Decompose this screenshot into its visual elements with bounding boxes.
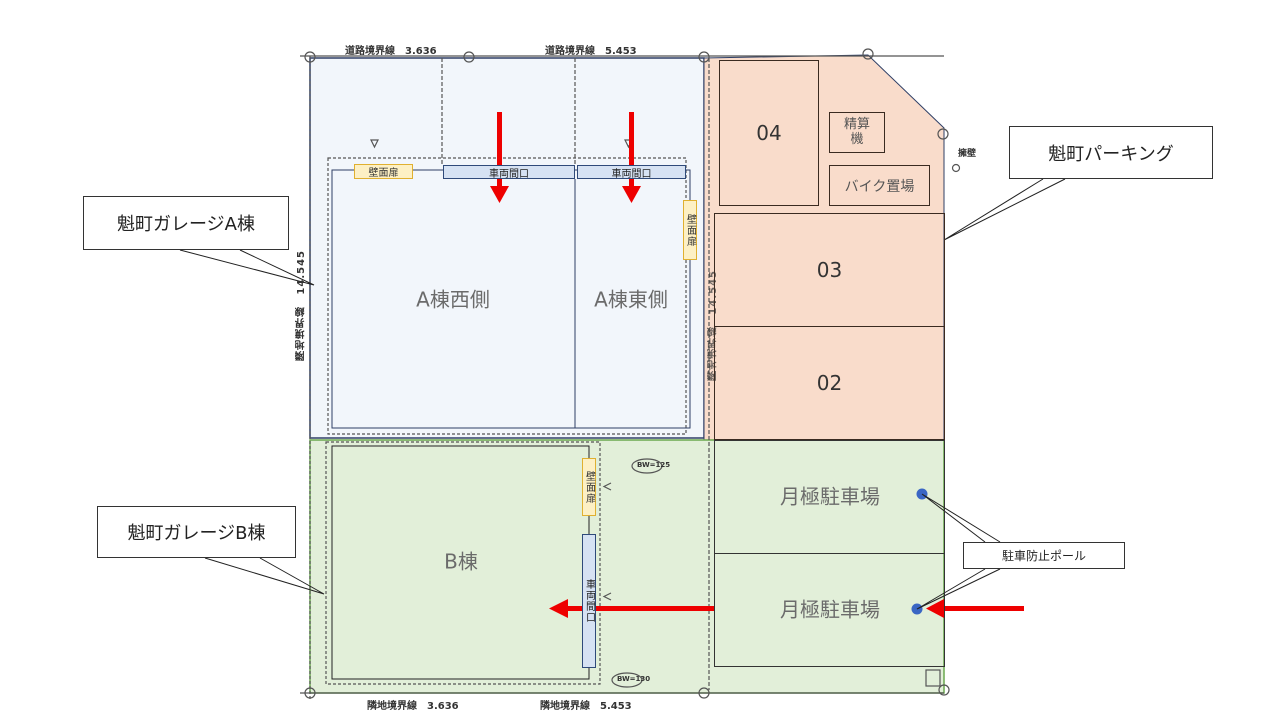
building-a-zone xyxy=(309,57,705,439)
monthly-parking-lower-label: 月極駐車場 xyxy=(780,597,880,622)
retaining-wall-label: 擁壁 xyxy=(958,149,977,159)
bw-125-label: BW=125 xyxy=(637,461,671,469)
building-a-east-label: A棟東側 xyxy=(594,287,668,312)
neighbor-boundary-left: 隣地境界線 3.636 xyxy=(367,701,459,712)
payment-machine: 精算機 xyxy=(829,112,885,153)
callout-parking: 魁町パーキング xyxy=(1009,126,1213,179)
neighbor-boundary-right: 隣地境界線 5.453 xyxy=(540,701,632,712)
side-boundary-left: 隣地境界線 14.545 xyxy=(296,250,307,361)
callout-garage-a: 魁町ガレージA棟 xyxy=(83,196,289,250)
vehicle-gate-a-west: 車両間口 xyxy=(443,165,575,180)
vehicle-gate-b: 車両間口 xyxy=(582,534,596,668)
monthly-parking-lower xyxy=(714,553,945,667)
road-boundary-right: 道路境界線 5.453 xyxy=(545,46,637,57)
arrow-a-east xyxy=(629,112,634,188)
parking-spot-02: 02 xyxy=(714,326,945,440)
building-b-label: B棟 xyxy=(444,549,478,574)
wall-door-b: 壁面扉 xyxy=(582,458,596,516)
arrow-pole xyxy=(942,606,1024,611)
wall-door-a-top: 壁面扉 xyxy=(354,164,413,179)
survey-lines xyxy=(300,48,961,700)
parking-spot-04: 04 xyxy=(719,60,819,206)
parking-spot-03: 03 xyxy=(714,213,945,327)
bike-parking: バイク置場 xyxy=(829,165,930,206)
bw-130-label: BW=130 xyxy=(617,675,651,683)
road-boundary-left: 道路境界線 3.636 xyxy=(345,46,437,57)
arrow-a-west xyxy=(497,112,502,188)
callout-garage-b: 魁町ガレージB棟 xyxy=(97,506,296,558)
building-a-west-label: A棟西側 xyxy=(416,287,490,312)
green-zone xyxy=(309,439,945,694)
callout-pole: 駐車防止ポール xyxy=(963,542,1125,569)
monthly-parking-upper-label: 月極駐車場 xyxy=(780,484,880,509)
entry-arrows xyxy=(490,112,1024,618)
arrow-b xyxy=(566,606,714,611)
wall-door-a-right: 壁面扉 xyxy=(683,200,697,260)
vehicle-gate-a-east: 車両間口 xyxy=(577,165,686,180)
